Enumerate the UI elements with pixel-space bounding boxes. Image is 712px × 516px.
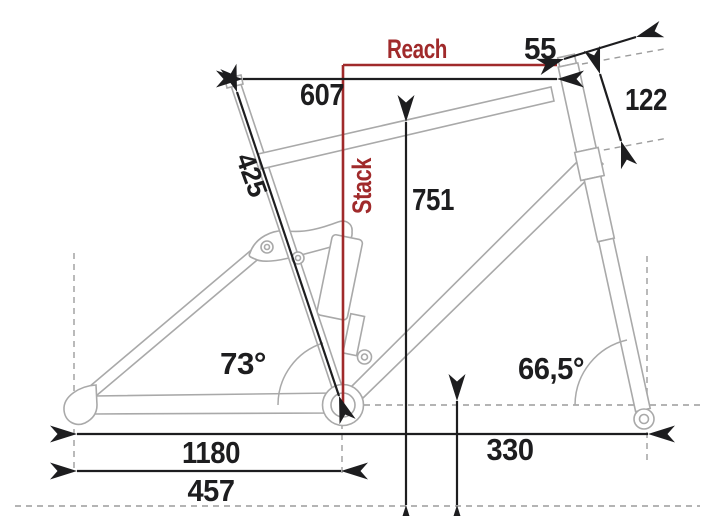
seat-tube-dim-line [220, 63, 356, 425]
dim-stem: 55 [524, 31, 556, 66]
fork-upper-leg [583, 175, 616, 243]
labels: Reach Stack 607 425 55 122 751 73° 66,5°… [182, 31, 668, 508]
chainstay-tube [92, 392, 336, 415]
dim-head-angle: 66,5° [518, 351, 584, 386]
head-tube-dim-line [583, 45, 638, 170]
dim-head-tube: 122 [625, 82, 667, 117]
dim-seat-angle: 73° [220, 346, 266, 381]
front-axle [638, 413, 650, 425]
dim-bb-height: 330 [487, 432, 534, 467]
rocker-pivot-main-bolt [294, 254, 302, 262]
dim-top-tube: 607 [300, 77, 344, 112]
rear-shock-shaft [341, 312, 366, 357]
dim-wheelbase: 1180 [182, 435, 240, 470]
head-tube [557, 61, 598, 154]
head-angle-arc [574, 339, 628, 406]
head-top-extension-guide [581, 48, 665, 65]
stack-label: Stack [347, 157, 377, 214]
dim-standover: 751 [412, 182, 454, 217]
reach-label: Reach [387, 34, 447, 64]
head-bottom-extension-guide [592, 137, 669, 153]
rocker-pivot-rear-bolt [263, 243, 271, 251]
rear-dropout [63, 384, 98, 426]
dim-chainstay: 457 [188, 473, 235, 508]
stem-dim-line [535, 20, 665, 76]
shock-eyelet-bolt [360, 353, 369, 361]
dimension-lines [50, 20, 675, 516]
fork-lower-leg [597, 237, 652, 413]
dashed-guides [15, 48, 700, 507]
fork-crown [573, 146, 606, 182]
